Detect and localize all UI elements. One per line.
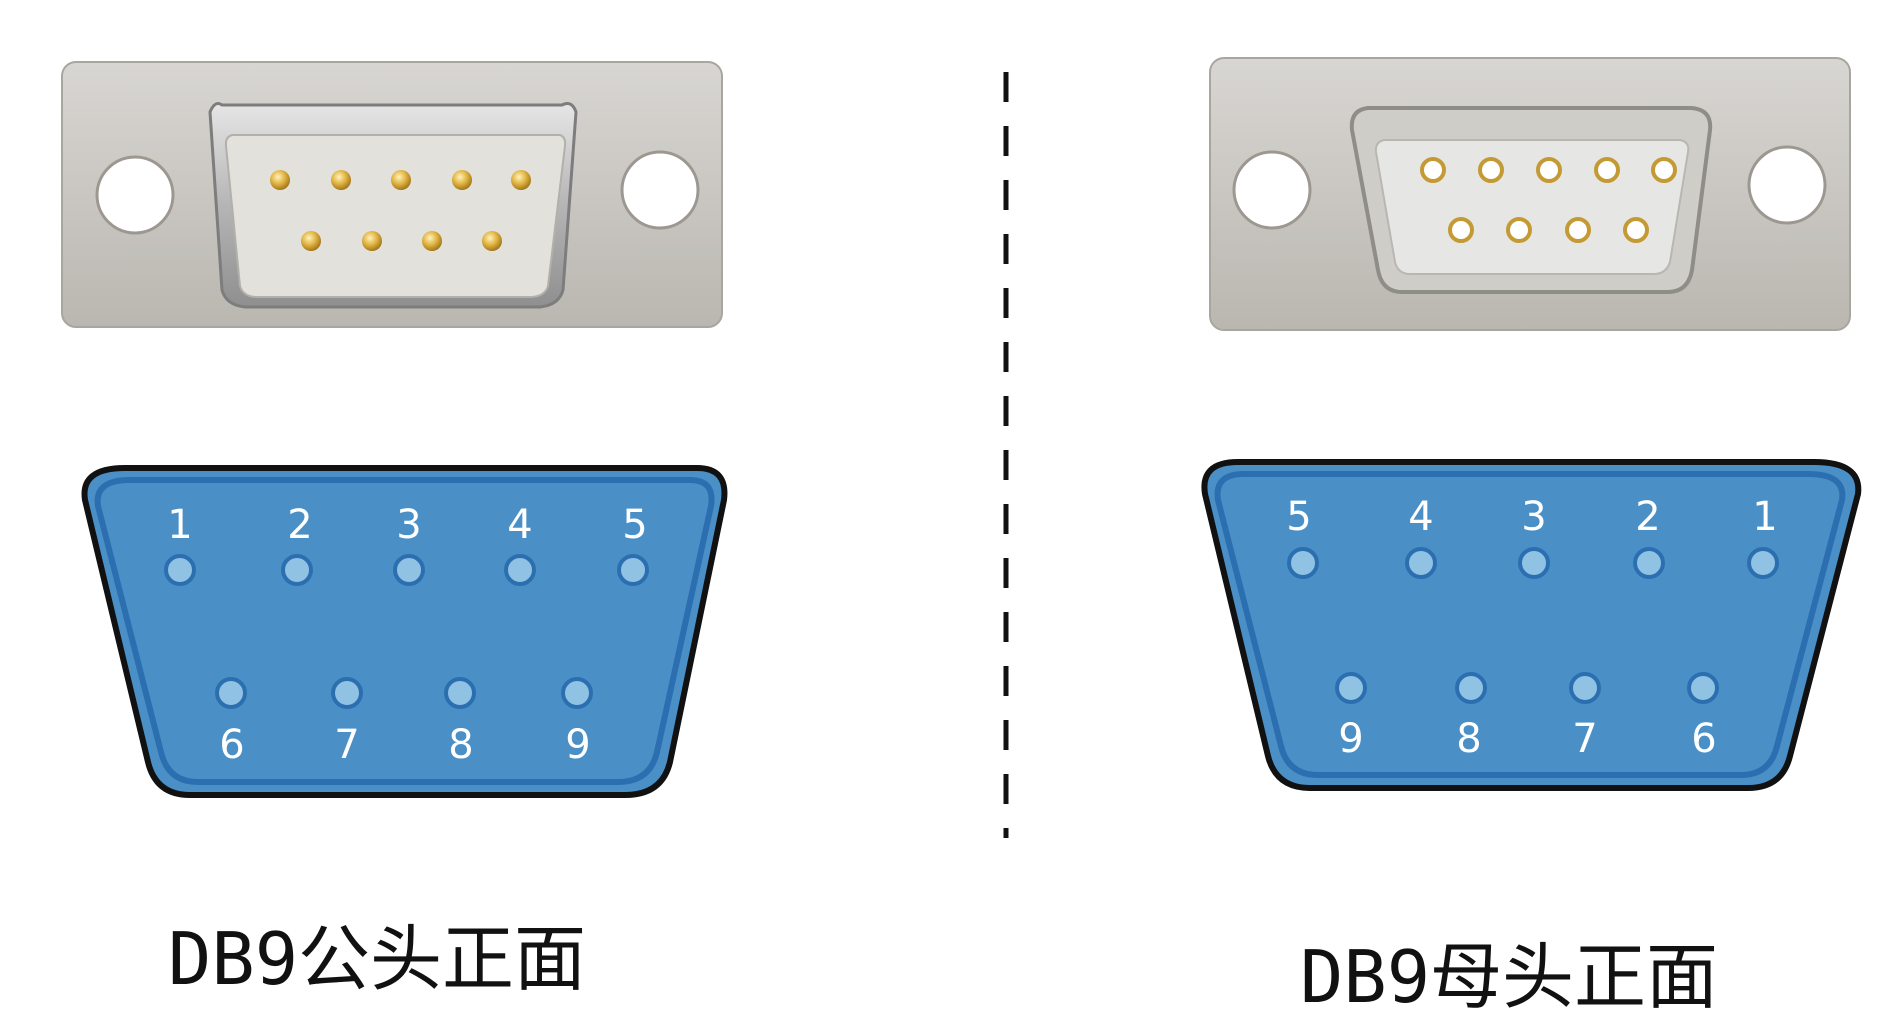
female-socket-hole xyxy=(1623,217,1649,243)
male-pin-label-3: 3 xyxy=(396,502,421,548)
pin-hole xyxy=(164,554,196,586)
female-mounting-hole-left xyxy=(1232,150,1312,230)
pin-hole xyxy=(1455,672,1487,704)
female-pin-label-3: 3 xyxy=(1521,494,1546,540)
male-gold-pin xyxy=(331,170,351,190)
female-caption: DB9母头正面 xyxy=(1300,935,1719,1019)
pin-hole xyxy=(1405,547,1437,579)
female-connector-shell xyxy=(1201,459,1862,791)
female-bottom-row-pins xyxy=(1335,672,1719,704)
female-socket-holes xyxy=(1420,157,1677,243)
pin-hole xyxy=(215,677,247,709)
female-socket-hole xyxy=(1448,217,1474,243)
pin-hole xyxy=(1569,672,1601,704)
female-socket-hole xyxy=(1478,157,1504,183)
female-socket-hole xyxy=(1420,157,1446,183)
female-socket-hole xyxy=(1536,157,1562,183)
female-pin-label-9: 9 xyxy=(1338,716,1363,762)
male-gold-pin xyxy=(391,170,411,190)
female-socket-hole xyxy=(1594,157,1620,183)
male-mounting-hole-right xyxy=(620,150,700,230)
female-connector-photo xyxy=(1209,57,1851,331)
male-pin-label-9: 9 xyxy=(565,722,590,768)
male-connector-shell xyxy=(81,465,728,798)
female-pin-label-6: 6 xyxy=(1691,716,1716,762)
pin-hole xyxy=(504,554,536,586)
male-gold-pin xyxy=(452,170,472,190)
male-bottom-row-pins xyxy=(215,677,593,709)
female-socket-hole xyxy=(1506,217,1532,243)
pin-hole xyxy=(444,677,476,709)
male-caption: DB9公头正面 xyxy=(168,917,587,1001)
male-pin-label-5: 5 xyxy=(622,502,647,548)
female-pinout-diagram: 5 4 3 2 1 9 8 7 6 xyxy=(1201,459,1862,791)
male-top-row-pins xyxy=(164,554,649,586)
pin-hole xyxy=(617,554,649,586)
female-pin-label-8: 8 xyxy=(1456,716,1481,762)
female-pin-label-4: 4 xyxy=(1408,494,1433,540)
male-pin-label-1: 1 xyxy=(167,502,192,548)
female-pin-label-1: 1 xyxy=(1752,494,1777,540)
female-socket-hole xyxy=(1565,217,1591,243)
male-gold-pin xyxy=(362,231,382,251)
female-mounting-hole-right xyxy=(1747,145,1827,225)
female-pin-label-7: 7 xyxy=(1572,716,1597,762)
male-insulator xyxy=(224,134,567,298)
pin-hole xyxy=(1335,672,1367,704)
female-pin-label-2: 2 xyxy=(1635,494,1660,540)
female-top-row-pins xyxy=(1287,547,1779,579)
male-pin-label-4: 4 xyxy=(507,502,532,548)
male-connector-photo xyxy=(61,61,723,328)
male-gold-pin xyxy=(511,170,531,190)
male-gold-pins xyxy=(270,170,531,251)
female-socket-hole xyxy=(1651,157,1677,183)
pin-hole xyxy=(1747,547,1779,579)
female-insulator xyxy=(1374,139,1690,275)
pin-hole xyxy=(281,554,313,586)
male-mounting-hole-left xyxy=(95,155,175,235)
male-pinout-diagram: 1 2 3 4 5 6 7 8 9 xyxy=(81,465,728,798)
male-pin-label-2: 2 xyxy=(287,502,312,548)
pin-hole xyxy=(331,677,363,709)
pin-hole xyxy=(1287,547,1319,579)
pin-hole xyxy=(1687,672,1719,704)
pin-hole xyxy=(1518,547,1550,579)
female-pin-label-5: 5 xyxy=(1286,494,1311,540)
male-gold-pin xyxy=(422,231,442,251)
male-pin-label-7: 7 xyxy=(334,722,359,768)
male-gold-pin xyxy=(301,231,321,251)
pin-hole xyxy=(561,677,593,709)
pin-hole xyxy=(393,554,425,586)
male-pin-label-6: 6 xyxy=(219,722,244,768)
pin-hole xyxy=(1633,547,1665,579)
female-connector-inner-border xyxy=(1214,471,1846,778)
male-connector-inner-border xyxy=(94,477,715,785)
male-pin-label-8: 8 xyxy=(448,722,473,768)
male-gold-pin xyxy=(270,170,290,190)
male-gold-pin xyxy=(482,231,502,251)
